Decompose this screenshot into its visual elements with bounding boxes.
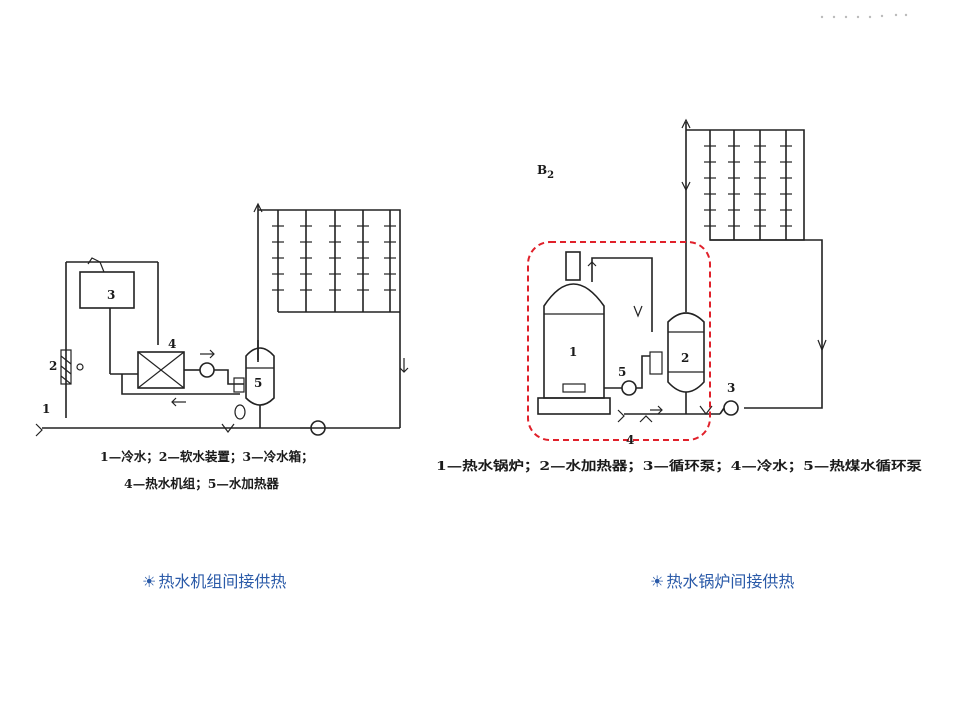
- heat-medium-pump: [621, 380, 637, 396]
- right-riser-grid: [681, 118, 823, 409]
- circulation-pump: [199, 362, 215, 378]
- sun-icon: ☀: [142, 572, 157, 591]
- left-label-2: 2: [49, 359, 57, 373]
- cold-water-tank: [79, 271, 135, 309]
- water-heater: [245, 347, 275, 406]
- left-riser-grid: [253, 202, 401, 428]
- watermark-dots: [820, 13, 908, 19]
- highlight-outline: [527, 241, 711, 441]
- right-label-5: 5: [618, 365, 626, 379]
- left-diagram: 3 2 4 5 1 1—冷水；2—软水装置；3—冷水箱； 4—热水机组；5—水加…: [35, 202, 409, 491]
- right-label-3: 3: [727, 381, 735, 395]
- right-label-1: 1: [569, 345, 577, 359]
- left-label-3: 3: [107, 288, 115, 302]
- circulation-pump-3: [723, 400, 739, 416]
- left-label-5: 5: [254, 376, 262, 390]
- right-legend: 1—热水锅炉；2—水加热器；3—循环泵；4—冷水；5—热煤水循环泵: [436, 458, 923, 473]
- right-title: B2: [537, 163, 554, 181]
- boiler-chimney: [565, 251, 581, 281]
- left-legend-line2: 4—热水机组；5—水加热器: [124, 476, 279, 491]
- left-legend-line1: 1—冷水；2—软水装置；3—冷水箱；: [100, 449, 314, 464]
- right-caption: ☀热水锅炉间接供热: [650, 572, 795, 591]
- right-label-2: 2: [681, 351, 689, 365]
- boiler-base: [537, 397, 611, 415]
- water-softener: [60, 349, 72, 385]
- expansion-vessel: [234, 404, 246, 420]
- sun-icon: ☀: [650, 572, 665, 591]
- left-label-4: 4: [168, 337, 176, 351]
- left-caption: ☀热水机组间接供热: [142, 572, 287, 591]
- return-pump: [310, 420, 326, 436]
- right-diagram: B2 1 2 3 4 5 1—热水锅炉；2—水加热器；3—循环泵；4—冷水；5—…: [436, 118, 923, 473]
- right-label-4: 4: [626, 433, 634, 447]
- water-heater-2: [667, 312, 705, 393]
- hot-water-boiler: [543, 283, 605, 399]
- right-tap-marks: [704, 145, 792, 227]
- left-tap-marks: [272, 225, 396, 291]
- left-label-1: 1: [42, 402, 50, 416]
